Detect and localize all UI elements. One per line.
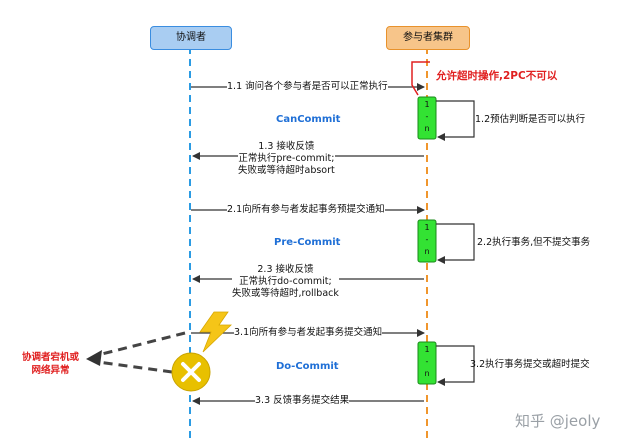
activation-label-2: 1-n	[424, 223, 430, 256]
message-2-2: 2.2执行事务,但不提交事务	[477, 237, 591, 248]
watermark: 知乎 @jeoly	[515, 412, 601, 430]
failure-arrowhead	[86, 350, 102, 366]
activation-label-1: 1-n	[424, 100, 430, 133]
coordinator-label: 协调者	[176, 32, 206, 43]
timeout-note: 允许超时操作,2PC不可以	[436, 70, 558, 82]
lightning-bolt-icon	[199, 311, 232, 353]
message-3-3: 3.3 反馈事务提交结果	[255, 395, 350, 407]
message-1-3-line-2: 正常执行pre-commit;	[238, 153, 335, 165]
self-arrow-2-2	[436, 223, 475, 264]
phase-do-commit: Do-Commit	[276, 361, 339, 372]
message-1-3: 1.3 接收反馈 正常执行pre-commit; 失败或等待超时absort	[238, 141, 335, 177]
failure-note-line-2: 网络异常	[31, 365, 70, 376]
message-3-2: 3.2执行事务提交或超时提交	[470, 359, 590, 370]
self-arrow-3-2	[436, 345, 475, 386]
message-2-3-line-2: 正常执行do-commit;	[232, 276, 339, 288]
activation-label-3: 1-n	[424, 345, 430, 378]
participants-actor: 参与者集群	[386, 26, 470, 50]
message-1-1: 1.1 询问各个参与者是否可以正常执行	[227, 81, 388, 93]
coordinator-actor: 协调者	[150, 26, 232, 50]
message-1-3-line-3: 失败或等待超时absort	[238, 165, 335, 177]
phase-pre-commit: Pre-Commit	[274, 237, 341, 248]
message-1-2: 1.2预估判断是否可以执行	[475, 114, 586, 125]
message-1-3-line-1: 1.3 接收反馈	[238, 141, 335, 153]
self-arrow-1-2	[436, 100, 475, 141]
activation-box-3	[417, 341, 437, 385]
phase-can-commit: CanCommit	[276, 114, 341, 125]
message-2-3: 2.3 接收反馈 正常执行do-commit; 失败或等待超时,rollback	[232, 264, 339, 300]
message-2-3-line-1: 2.3 接收反馈	[232, 264, 339, 276]
message-2-3-line-3: 失败或等待超时,rollback	[232, 288, 339, 300]
failure-note: 协调者宕机或 网络异常	[22, 351, 79, 377]
activation-box-2	[417, 219, 437, 263]
message-2-1: 2.1向所有参与者发起事务预提交通知	[227, 204, 385, 216]
timeout-note-connector	[411, 61, 430, 96]
failure-pointer-upper	[97, 331, 186, 357]
failure-pointer-lower	[97, 360, 173, 374]
failure-note-line-1: 协调者宕机或	[22, 352, 80, 363]
participants-label: 参与者集群	[403, 32, 453, 43]
activation-box-1	[417, 96, 437, 140]
message-3-1: 3.1向所有参与者发起事务提交通知	[234, 327, 383, 339]
